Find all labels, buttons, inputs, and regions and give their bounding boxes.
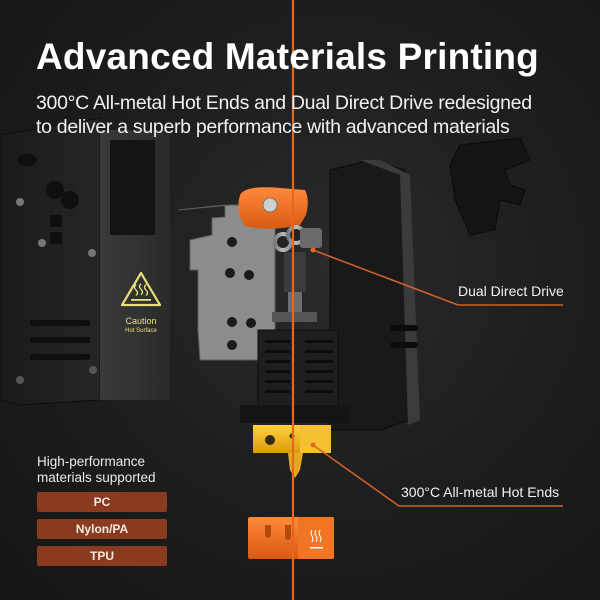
materials-panel: High-performance materials supported PC …	[37, 454, 167, 573]
page-subtitle: 300°C All-metal Hot Ends and Dual Direct…	[36, 91, 596, 139]
hot-surface-warning-icon	[120, 271, 162, 307]
page-title: Advanced Materials Printing	[36, 36, 539, 77]
drive-gears	[272, 225, 322, 322]
main-housing	[329, 159, 420, 431]
heatsink	[240, 329, 350, 423]
callout-hot-ends: 300°C All-metal Hot Ends	[401, 484, 560, 500]
warning-title: Caution	[125, 316, 157, 326]
mount-plate	[177, 204, 276, 361]
subtitle-line-1: 300°C All-metal Hot Ends and Dual Direct…	[36, 92, 532, 114]
callout-line-dual-drive	[312, 249, 563, 306]
material-badge-nylon: Nylon/PA	[37, 519, 167, 539]
materials-heading-line-1: High-performance	[37, 454, 146, 469]
warning-label: Caution Hot Surface	[119, 316, 163, 335]
subtitle-line-2: to deliver a superb performance with adv…	[36, 116, 510, 138]
right-fan-duct	[449, 137, 531, 236]
material-badge-pc: PC	[37, 492, 167, 512]
materials-heading-line-2: materials supported	[37, 470, 156, 485]
warning-subtitle: Hot Surface	[125, 328, 157, 334]
materials-heading: High-performance materials supported	[37, 454, 167, 486]
extruder-lever	[238, 187, 308, 229]
left-housing-panel	[0, 117, 170, 406]
material-badge-tpu: TPU	[37, 546, 167, 566]
callout-dual-direct-drive: Dual Direct Drive	[458, 283, 564, 299]
silicone-sock	[248, 517, 334, 559]
callout-line-hot-end	[312, 444, 563, 507]
